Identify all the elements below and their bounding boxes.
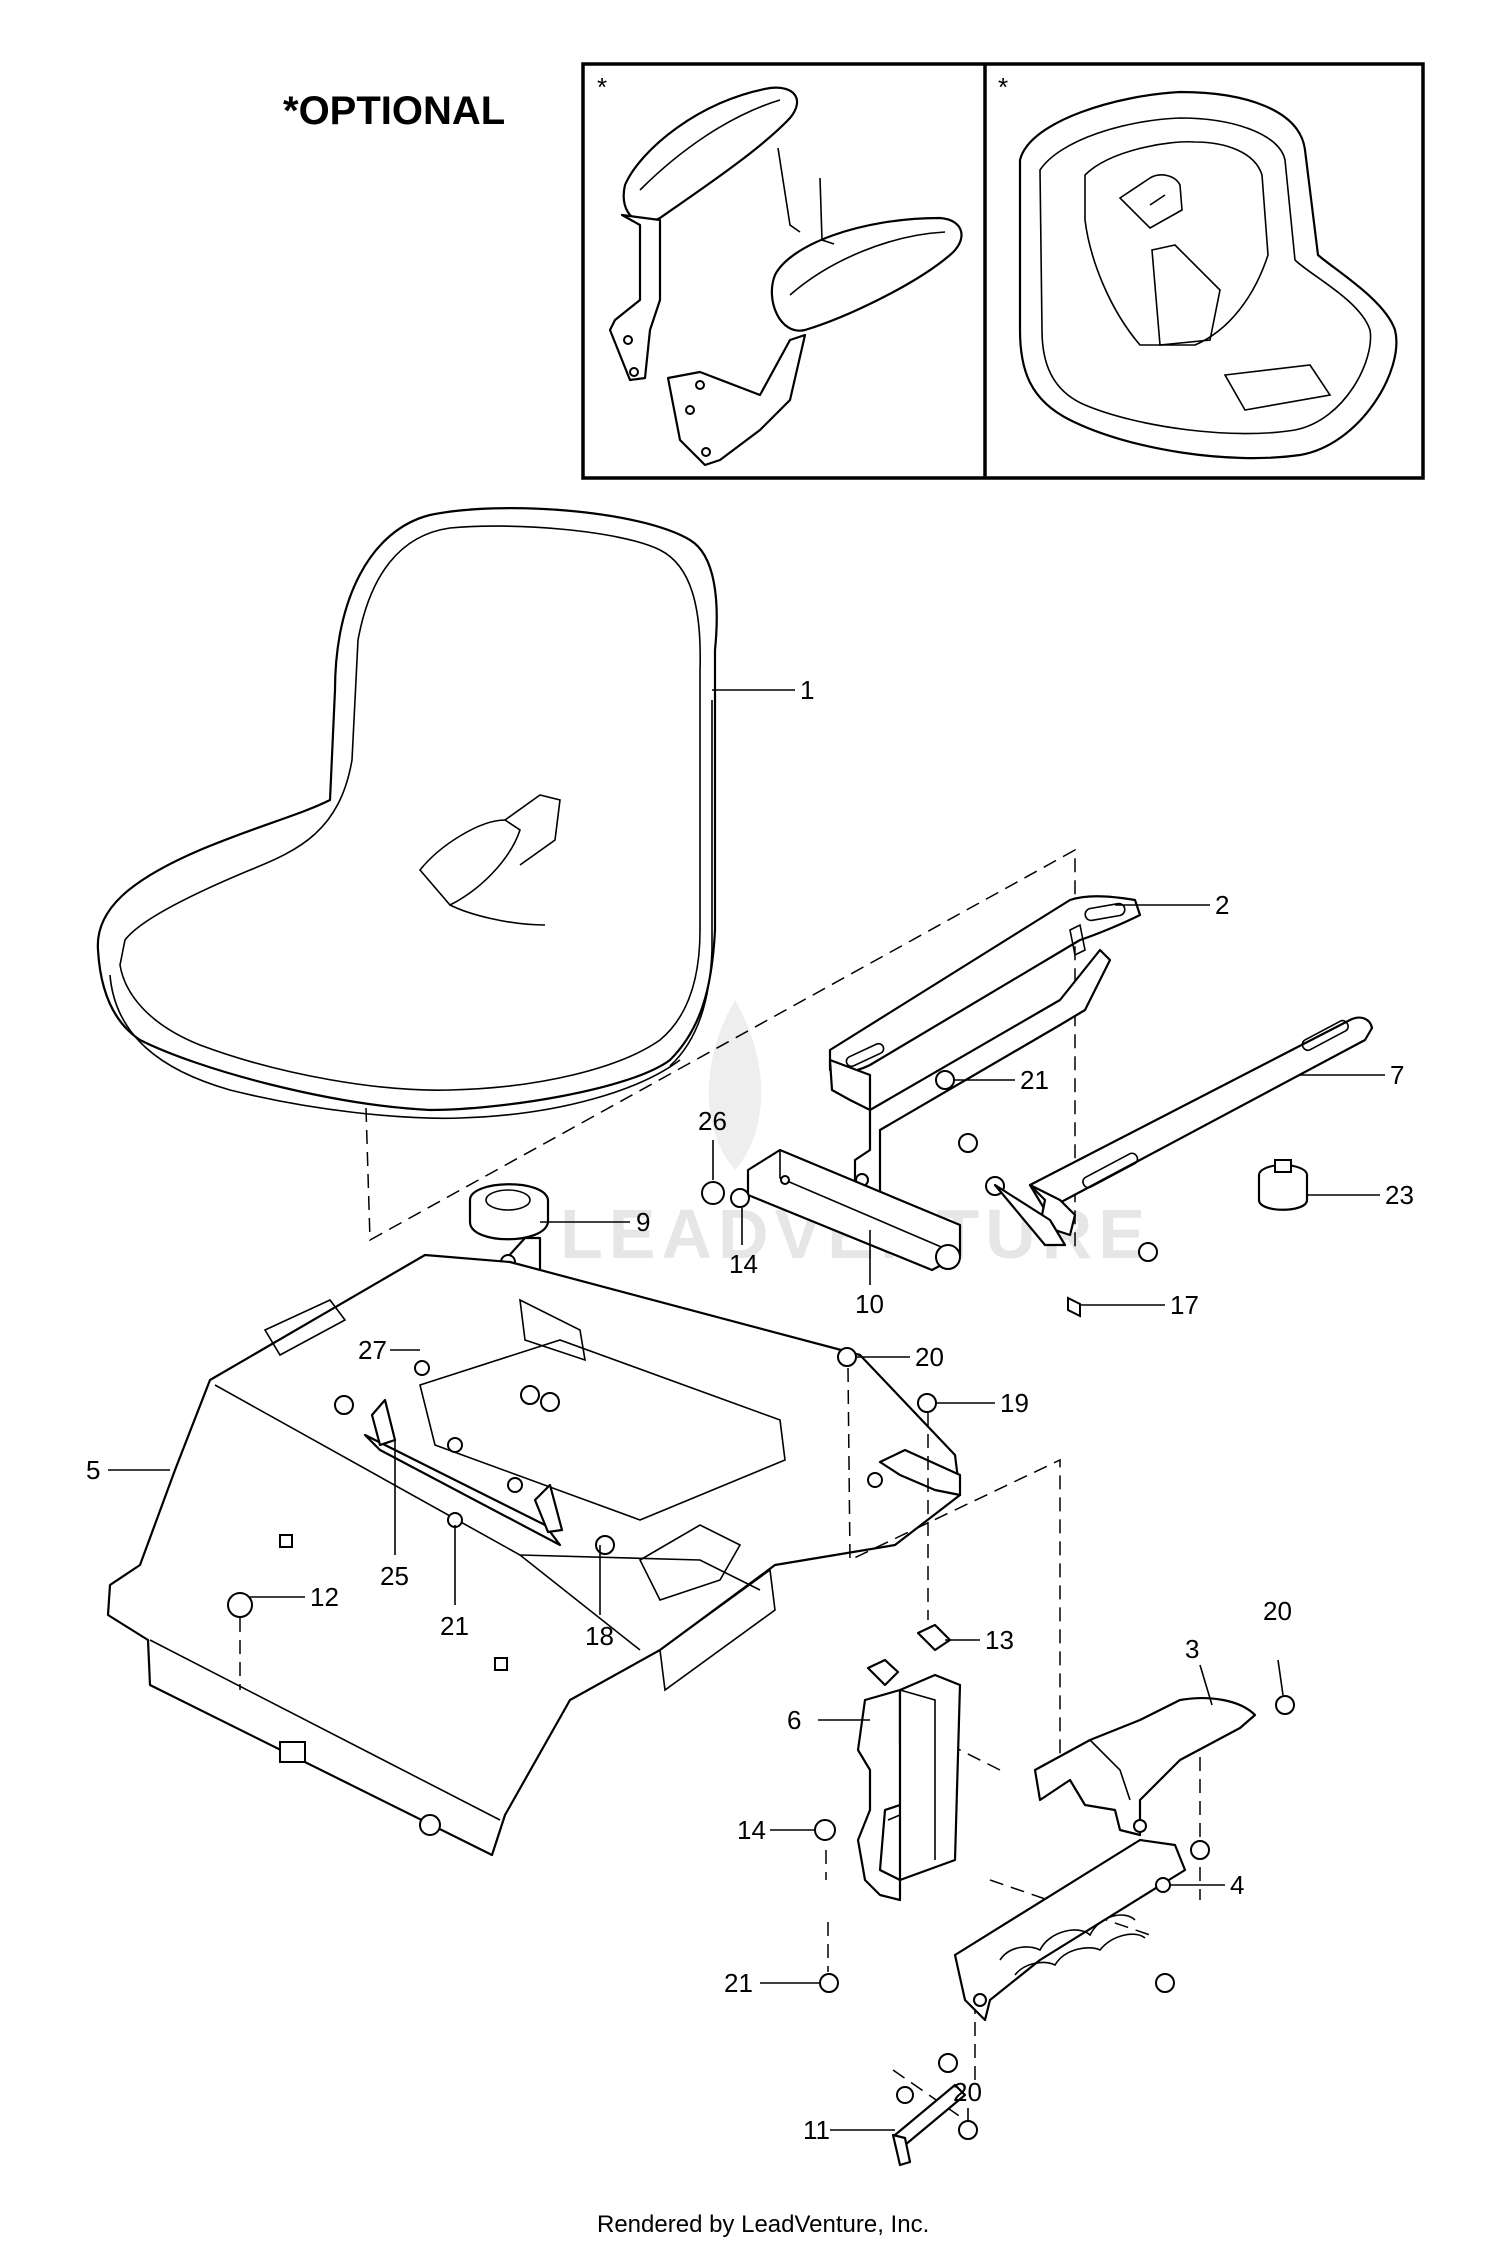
part-7-seat-rail [985,1016,1374,1247]
callout-20-bottom: 20 [953,2077,982,2107]
callout-7: 7 [1390,1060,1404,1090]
callout-18: 18 [585,1621,614,1651]
part-12-plug [227,1592,253,1618]
callout-23: 23 [1385,1180,1414,1210]
part-5-seat-pan [106,1253,962,1857]
callout-19: 19 [1000,1388,1029,1418]
callout-1: 1 [800,675,814,705]
part-17-bolt-head [1138,1242,1158,1262]
callout-27: 27 [358,1335,387,1365]
watermark-flame-icon [708,1000,762,1170]
plate-rear-tab [878,1448,962,1497]
part-21-nut-plate [447,1512,463,1528]
part-11-adjust-link [891,2053,978,2167]
callout-26: 26 [698,1106,727,1136]
dashline-13 [847,1367,1061,1780]
footer-credit: Rendered by LeadVenture, Inc. [597,2211,929,2238]
callout-4: 4 [1230,1870,1244,1900]
part-21-nut-2 [958,1133,978,1153]
part-23-bumper [1257,1159,1309,1211]
dashline-3 [989,1735,1201,1936]
callout-21-plate: 21 [440,1611,469,1641]
part-21-nut-upper [935,1070,955,1090]
callout-17: 17 [1170,1290,1199,1320]
part-21-nut-lower [819,1973,839,1993]
callout-labels: 1 2 7 21 26 9 14 10 23 17 27 20 19 5 25 … [86,675,1414,2145]
optional-heading: *OPTIONAL [283,89,505,133]
callout-12: 12 [310,1582,339,1612]
callout-21-upper: 21 [1020,1065,1049,1095]
part-14-pin-upper [730,1188,750,1208]
part-3-bracket [1033,1695,1295,1860]
part-26-plug [701,1181,725,1205]
callout-5: 5 [86,1455,100,1485]
callout-14-upper: 14 [729,1249,758,1279]
seat-high-back-illustration [1018,90,1398,460]
part-6-bracket [856,1673,962,1902]
leader-lines [108,689,1385,2131]
callout-10: 10 [855,1289,884,1319]
optional-marker-armrest: * [597,72,607,102]
callout-21-lower: 21 [724,1968,753,1998]
part-4-adjust-bracket [953,1838,1187,2022]
part-21-nut-plate-2 [867,1472,883,1488]
part-13-clip [916,1623,952,1652]
part-13-clip-2 [866,1658,900,1687]
part-20-bolt-top [837,1347,857,1367]
part-14-pin-lower [814,1819,836,1841]
callout-14-lower: 14 [737,1815,766,1845]
part-2-seat-rail [828,895,1142,1212]
callout-13: 13 [985,1625,1014,1655]
optional-panels: * * [581,62,1425,480]
optional-marker-seat: * [998,72,1008,102]
callout-3: 3 [1185,1634,1199,1664]
callout-6: 6 [787,1705,801,1735]
dashline-20-bottom [892,2069,966,2121]
part-19-bolt [917,1393,937,1413]
callout-25: 25 [380,1561,409,1591]
seat-mounting-dashline [365,848,1076,1250]
callout-20-top: 20 [915,1342,944,1372]
part-25-bracket [334,1360,615,1555]
callout-2: 2 [1215,890,1229,920]
callout-20-right: 20 [1263,1596,1292,1626]
part-17-bolt [1067,1296,1081,1318]
callout-11: 11 [803,2115,830,2145]
callout-9: 9 [636,1207,650,1237]
armrest-kit-illustration [608,86,963,467]
part-1-seat [96,507,718,1120]
